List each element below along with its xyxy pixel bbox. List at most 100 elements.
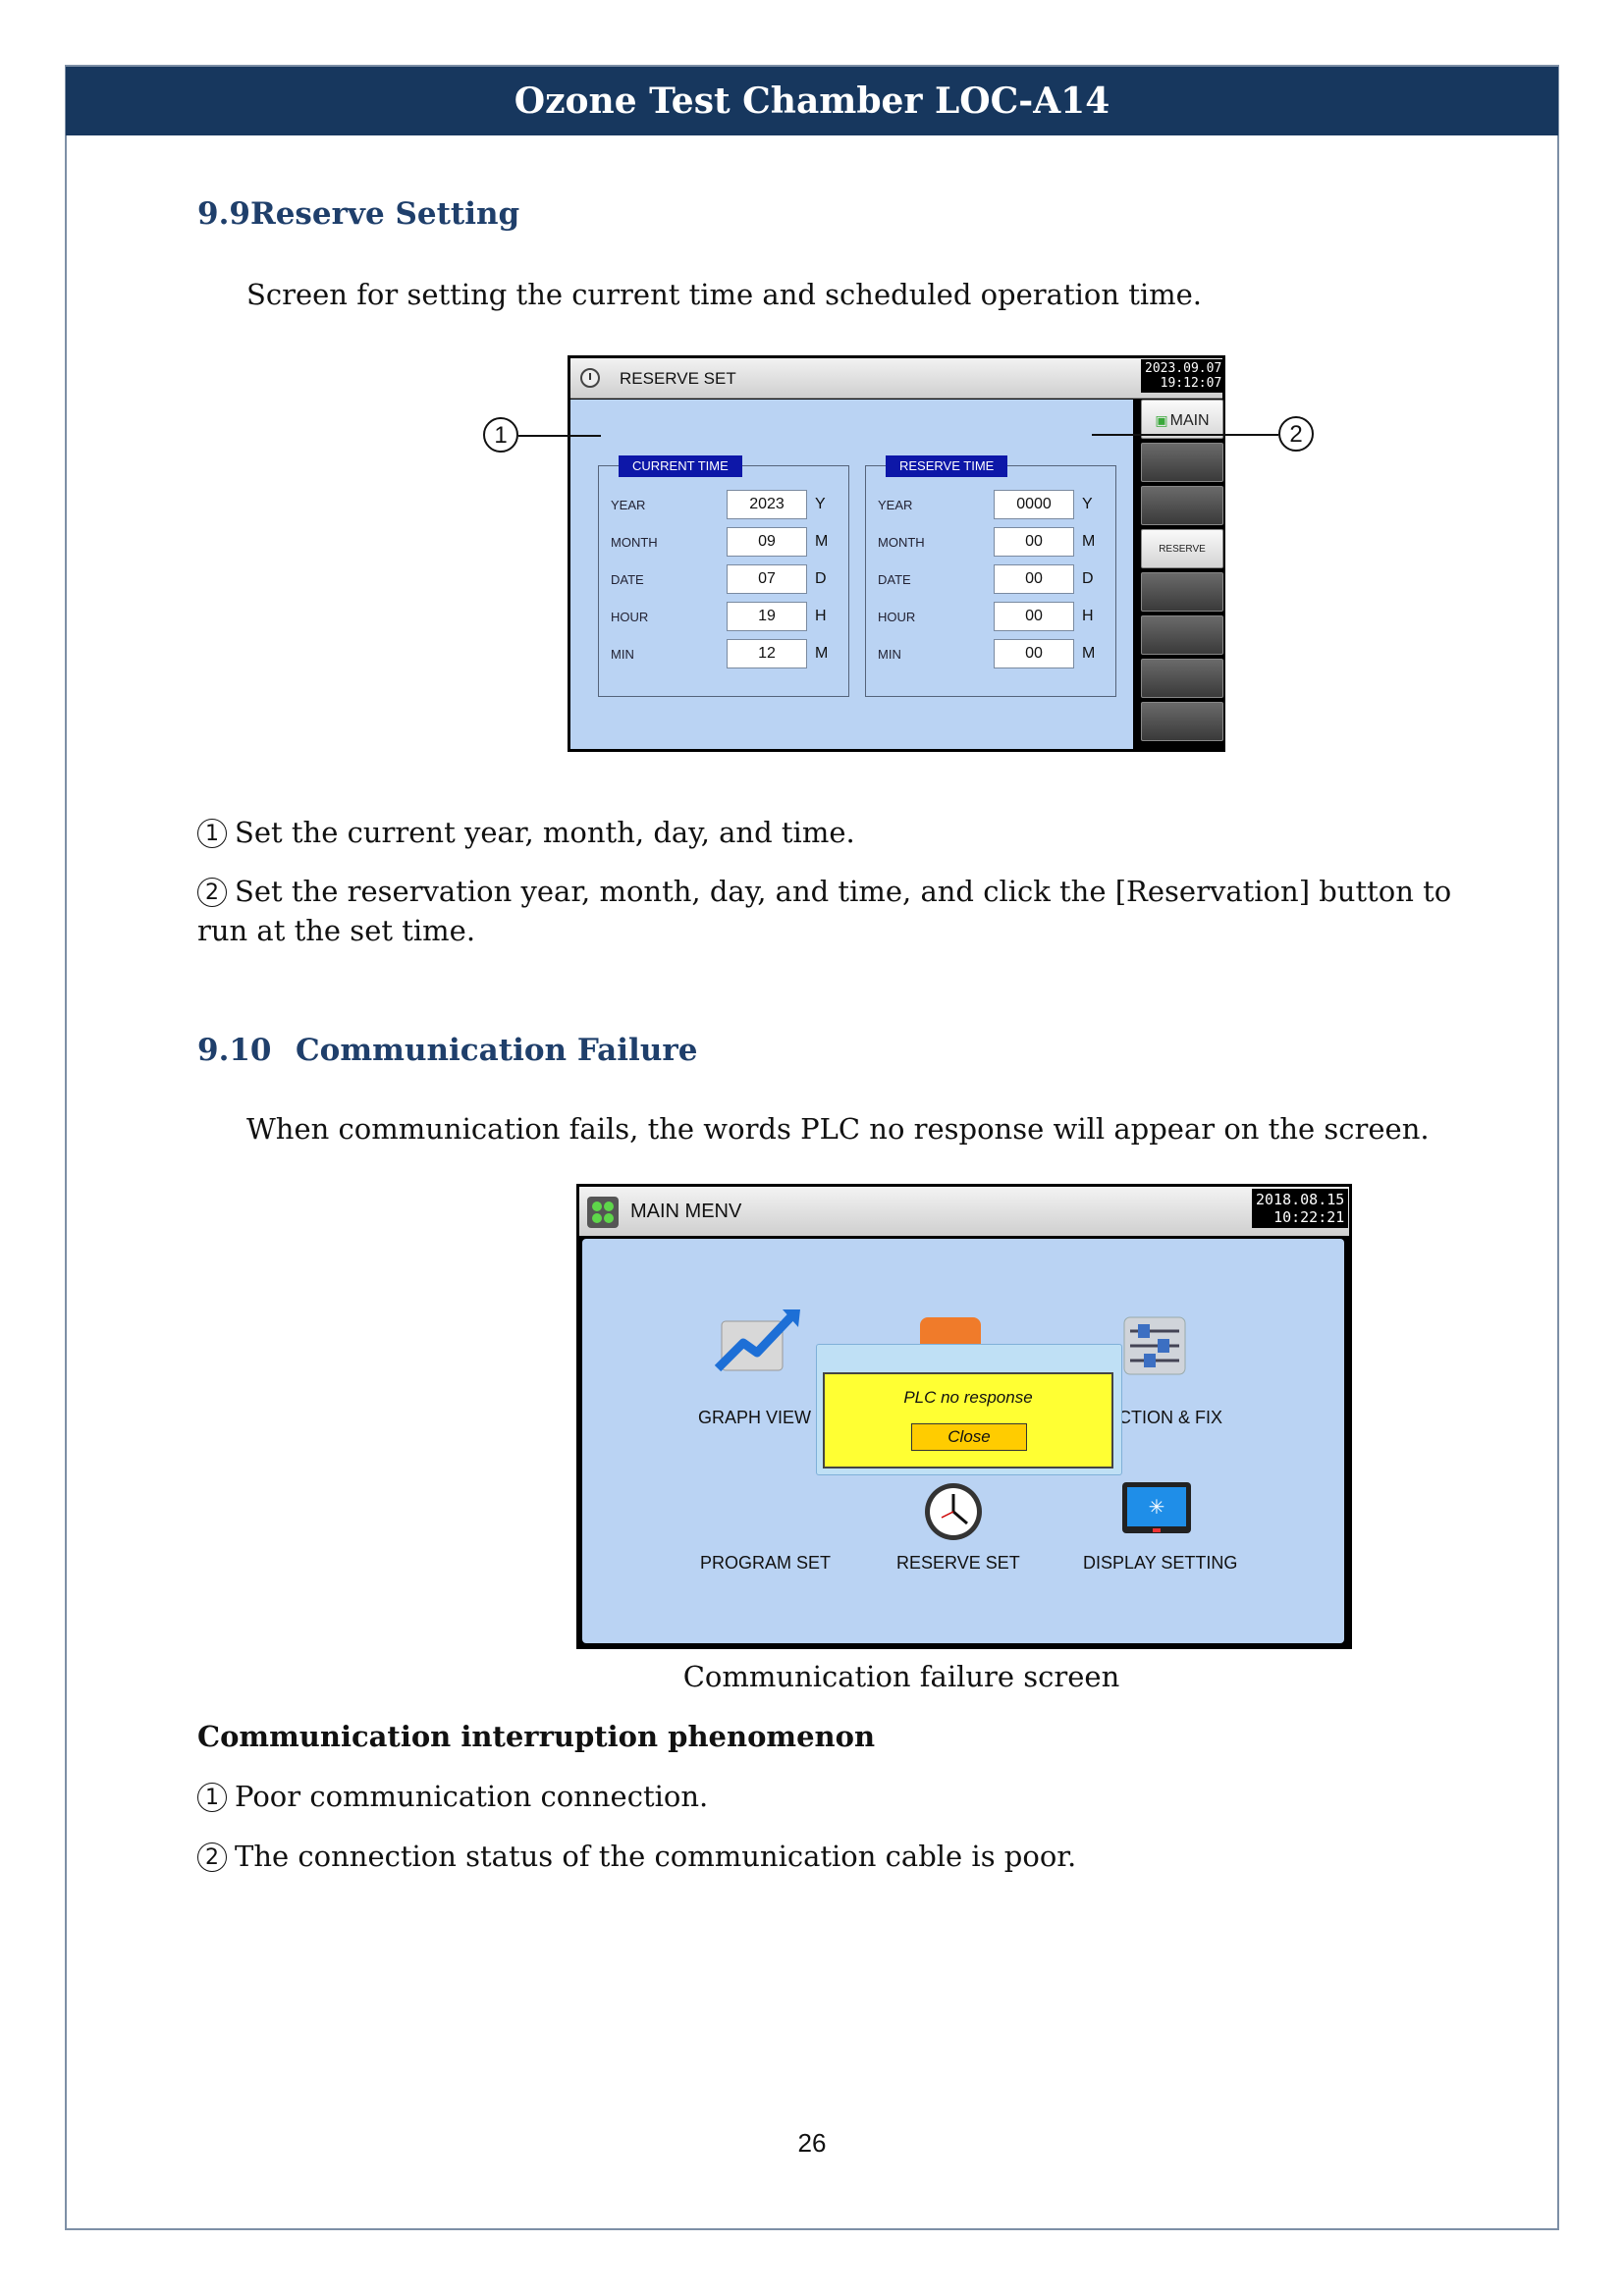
section-heading-9-10: 9.10 Communication Failure bbox=[197, 1033, 697, 1068]
callout-marker-1: 1 bbox=[483, 417, 518, 453]
field-unit: H bbox=[815, 608, 827, 624]
year-input[interactable]: 0000 bbox=[994, 490, 1074, 519]
min-input[interactable]: 12 bbox=[727, 639, 807, 668]
field-unit: M bbox=[815, 645, 829, 662]
group-caption: RESERVE TIME bbox=[886, 455, 1008, 477]
field-row: YEAR 2023 Y bbox=[611, 490, 846, 521]
field-unit: M bbox=[1082, 645, 1096, 662]
field-row: YEAR 0000 Y bbox=[878, 490, 1113, 521]
min-input[interactable]: 00 bbox=[994, 639, 1074, 668]
field-label: DATE bbox=[611, 572, 644, 587]
list-item: 1 Poor communication connection. bbox=[197, 1777, 708, 1816]
item-marker: 2 bbox=[197, 878, 227, 907]
page-number: 26 bbox=[797, 2128, 827, 2158]
close-button[interactable]: Close bbox=[911, 1423, 1027, 1451]
field-unit: H bbox=[1082, 608, 1094, 624]
correction-fix-label[interactable]: CTION & FIX bbox=[1118, 1408, 1223, 1427]
clock-icon bbox=[580, 368, 600, 388]
section-title: Reserve Setting bbox=[249, 196, 520, 232]
field-label: HOUR bbox=[878, 610, 916, 624]
field-unit: M bbox=[1082, 533, 1096, 550]
field-row: MIN 12 M bbox=[611, 639, 846, 670]
field-label: DATE bbox=[878, 572, 911, 587]
year-input[interactable]: 2023 bbox=[727, 490, 807, 519]
subheading: Communication interruption phenomenon bbox=[197, 1720, 876, 1753]
screen-time: 10:22:21 bbox=[1273, 1208, 1345, 1226]
screen-time: 19:12:07 bbox=[1160, 376, 1222, 391]
screen-title-bar: MAIN MENV bbox=[579, 1187, 1349, 1236]
section-heading-9-9: 9.9Reserve Setting bbox=[197, 196, 519, 232]
callout-marker-2: 2 bbox=[1278, 416, 1314, 452]
reserve-time-group: RESERVE TIME YEAR 0000 Y MONTH 00 M DATE… bbox=[865, 455, 1116, 697]
field-row: DATE 00 D bbox=[878, 564, 1113, 596]
item-text: Set the reservation year, month, day, an… bbox=[197, 875, 1452, 947]
section-intro: When communication fails, the words PLC … bbox=[246, 1112, 1430, 1146]
figure-caption: Communication failure screen bbox=[682, 1660, 1120, 1693]
item-text: Poor communication connection. bbox=[235, 1780, 709, 1813]
field-row: HOUR 00 H bbox=[878, 602, 1113, 633]
program-set-label[interactable]: PROGRAM SET bbox=[700, 1553, 832, 1573]
current-time-group: CURRENT TIME YEAR 2023 Y MONTH 09 M DATE… bbox=[598, 455, 849, 697]
field-label: YEAR bbox=[611, 498, 646, 512]
hour-input[interactable]: 00 bbox=[994, 602, 1074, 631]
document-header: Ozone Test Chamber LOC-A14 bbox=[66, 67, 1558, 135]
graph-view-icon[interactable] bbox=[714, 1308, 802, 1376]
side-button-blank[interactable] bbox=[1141, 615, 1223, 655]
field-label: HOUR bbox=[611, 610, 649, 624]
main-button-label: MAIN bbox=[1169, 412, 1210, 429]
field-row: DATE 07 D bbox=[611, 564, 846, 596]
reserve-set-screenshot: RESERVE SET 2023.09.07 19:12:07 CURRENT … bbox=[568, 355, 1226, 752]
reserve-button[interactable]: RESERVE bbox=[1141, 529, 1223, 568]
field-unit: M bbox=[815, 533, 829, 550]
side-button-blank[interactable] bbox=[1141, 572, 1223, 612]
field-row: MIN 00 M bbox=[878, 639, 1113, 670]
display-setting-label[interactable]: DISPLAY SETTING bbox=[1083, 1553, 1238, 1573]
display-setting-icon[interactable]: ✳ bbox=[1120, 1480, 1193, 1535]
group-caption: CURRENT TIME bbox=[619, 455, 742, 477]
clock-icon[interactable] bbox=[922, 1480, 985, 1543]
field-unit: Y bbox=[815, 496, 826, 512]
item-text: Set the current year, month, day, and ti… bbox=[235, 816, 855, 849]
sliders-icon[interactable] bbox=[1122, 1315, 1187, 1376]
plc-error-box: PLC no response Close bbox=[823, 1372, 1113, 1468]
field-label: YEAR bbox=[878, 498, 913, 512]
month-input[interactable]: 09 bbox=[727, 527, 807, 557]
field-unit: D bbox=[1082, 570, 1094, 587]
section-title: Communication Failure bbox=[296, 1033, 698, 1068]
callout-leader-1 bbox=[518, 435, 601, 437]
graph-view-label[interactable]: GRAPH VIEW bbox=[698, 1408, 812, 1427]
screen-datetime: 2018.08.15 10:22:21 bbox=[1252, 1189, 1349, 1228]
field-label: MONTH bbox=[611, 535, 658, 550]
screen-datetime: 2023.09.07 19:12:07 bbox=[1141, 359, 1226, 393]
side-button-blank[interactable] bbox=[1141, 702, 1223, 741]
main-menu-screenshot: MAIN MENV 2018.08.15 10:22:21 GRAPH VIEW… bbox=[576, 1184, 1352, 1649]
side-button-blank[interactable] bbox=[1141, 659, 1223, 698]
main-button[interactable]: ▣MAIN bbox=[1141, 400, 1223, 439]
field-unit: Y bbox=[1082, 496, 1093, 512]
screen-title: RESERVE SET bbox=[620, 369, 736, 388]
plc-error-message: PLC no response bbox=[903, 1388, 1033, 1407]
hour-input[interactable]: 19 bbox=[727, 602, 807, 631]
date-input[interactable]: 07 bbox=[727, 564, 807, 594]
menu-grid-icon: ▣ bbox=[1155, 412, 1168, 428]
field-label: MONTH bbox=[878, 535, 925, 550]
callout-leader-2 bbox=[1092, 434, 1278, 436]
side-button-blank[interactable] bbox=[1141, 486, 1223, 525]
date-input[interactable]: 00 bbox=[994, 564, 1074, 594]
reserve-set-label[interactable]: RESERVE SET bbox=[896, 1553, 1020, 1573]
side-button-bar: ▣MAIN RESERVE bbox=[1137, 400, 1223, 749]
main-menu-icon bbox=[587, 1197, 619, 1228]
field-label: MIN bbox=[878, 647, 901, 662]
section-number: 9.9 bbox=[197, 196, 250, 232]
section-intro: Screen for setting the current time and … bbox=[246, 278, 1203, 311]
month-input[interactable]: 00 bbox=[994, 527, 1074, 557]
item-marker: 1 bbox=[197, 1783, 227, 1812]
section-number: 9.10 bbox=[197, 1033, 272, 1068]
side-button-blank[interactable] bbox=[1141, 443, 1223, 482]
item-marker: 2 bbox=[197, 1842, 227, 1872]
field-row: HOUR 19 H bbox=[611, 602, 846, 633]
screen-title: MAIN MENV bbox=[630, 1201, 742, 1222]
